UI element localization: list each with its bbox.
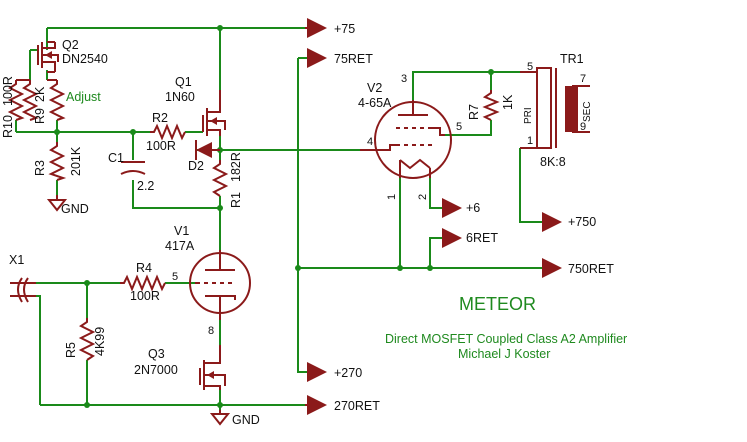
r3-ref: R3 — [33, 160, 47, 176]
r9-ref: R9 — [33, 108, 47, 124]
r10-resistor — [7, 79, 39, 121]
c1-value: 2.2 — [137, 179, 154, 193]
v1-pin-cathode: 8 — [208, 325, 214, 337]
q1-ref: Q1 — [175, 75, 192, 89]
r10-ref: R10 — [1, 115, 15, 138]
c1-ref: C1 — [108, 151, 124, 165]
q1-value: 1N60 — [165, 90, 195, 104]
d2-diode — [195, 140, 220, 160]
r2-value: 100R — [146, 139, 176, 153]
v2-value: 4-65A — [358, 96, 392, 110]
r2-ref: R2 — [152, 111, 168, 125]
r9-value: 2K — [33, 86, 47, 102]
r5-value: 4K99 — [93, 327, 107, 356]
q2-ref: Q2 — [62, 38, 79, 52]
tr1-pri-label: PRI — [523, 107, 534, 124]
schematic-subtitle: Direct MOSFET Coupled Class A2 Amplifier — [385, 332, 627, 346]
ground-symbol — [209, 410, 231, 426]
v2-pin-fil1: 1 — [386, 194, 398, 200]
v1-triode-symbol — [189, 250, 251, 320]
r4-value: 100R — [130, 289, 160, 303]
net-label-6ret: 6RET — [466, 231, 498, 245]
r9-resistor — [47, 79, 66, 121]
q3-mosfet-symbol — [199, 345, 226, 390]
net-label-plus6: +6 — [466, 201, 480, 215]
r1-resistor — [211, 160, 229, 197]
tr1-sec-label: SEC — [582, 101, 593, 122]
r7-ref: R7 — [467, 104, 481, 120]
x1-jack-symbol — [10, 277, 36, 303]
ground-symbol — [46, 195, 68, 212]
q3-value: 2N7000 — [134, 363, 178, 377]
r1-value: 182R — [229, 152, 243, 182]
adjust-note: Adjust — [66, 90, 101, 104]
d2-ref: D2 — [188, 159, 204, 173]
v2-ref: V2 — [367, 81, 382, 95]
schematic-title: METEOR — [459, 294, 536, 314]
r2-resistor — [150, 123, 186, 141]
q2-mosfet-symbol — [37, 41, 59, 73]
v2-pin-plate: 3 — [401, 73, 407, 85]
net-label-75ret: 75RET — [334, 52, 373, 66]
tr1-transformer-symbol — [520, 67, 590, 149]
v1-ref: V1 — [174, 224, 189, 238]
r1-ref: R1 — [229, 192, 243, 208]
v2-tube-symbol — [360, 100, 452, 179]
v2-pin-grid: 4 — [367, 136, 373, 148]
net-label-plus750: +750 — [568, 215, 596, 229]
r7-resistor — [482, 90, 500, 121]
net-arrows — [305, 18, 562, 415]
schematic-author: Michael J Koster — [458, 347, 550, 361]
tr1-pin-p2: 1 — [527, 135, 533, 147]
r7-value: 1K — [501, 94, 515, 110]
v1-value: 417A — [165, 239, 195, 253]
r4-ref: R4 — [136, 261, 152, 275]
net-label-270ret: 270RET — [334, 399, 380, 413]
tr1-pin-p1: 5 — [527, 61, 533, 73]
tr1-pin-s1: 7 — [580, 73, 586, 85]
q1-mosfet-symbol — [202, 90, 226, 136]
x1-ref: X1 — [9, 253, 24, 267]
tr1-value: 8K:8 — [540, 155, 566, 169]
gnd-label-1: GND — [61, 202, 89, 216]
r4-resistor — [120, 274, 166, 292]
gnd-label-2: GND — [232, 413, 260, 427]
v1-pin-grid: 5 — [172, 271, 178, 283]
v2-pin-screen: 5 — [456, 121, 462, 133]
tr1-ref: TR1 — [560, 52, 584, 66]
c1-capacitor — [120, 161, 146, 175]
r5-resistor — [78, 318, 96, 361]
net-label-750ret: 750RET — [568, 262, 614, 276]
q2-value: DN2540 — [62, 52, 108, 66]
r5-ref: R5 — [64, 342, 78, 358]
tr1-pin-s2: 9 — [580, 121, 586, 133]
net-label-plus270: +270 — [334, 366, 362, 380]
r3-resistor — [48, 142, 67, 181]
r10-value: 100R — [1, 76, 15, 106]
net-label-plus75: +75 — [334, 22, 355, 36]
v2-pin-fil2: 2 — [417, 194, 429, 200]
junctions — [54, 25, 494, 408]
q3-ref: Q3 — [148, 347, 165, 361]
r3-value: 201K — [69, 146, 83, 176]
